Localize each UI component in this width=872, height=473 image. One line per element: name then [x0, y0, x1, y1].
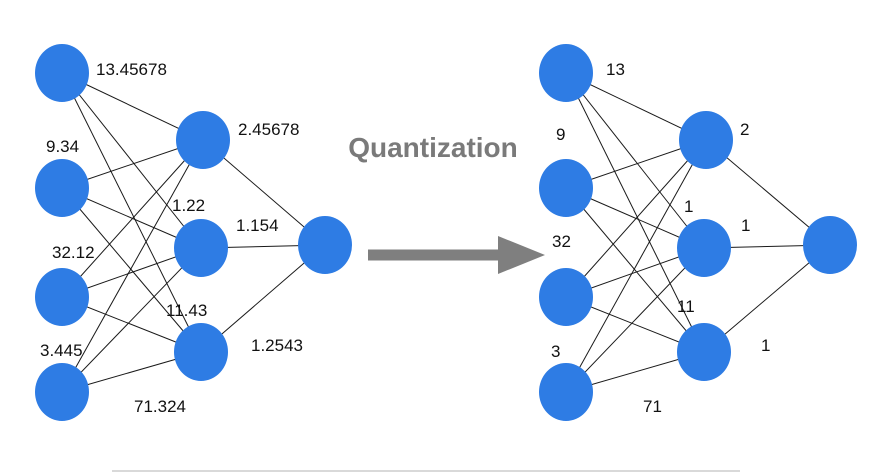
- right-hidden-node-3: [677, 323, 731, 381]
- left-input-label-2: 9.34: [46, 137, 79, 156]
- left-hidden-label-1: 2.45678: [238, 120, 299, 139]
- left-hidden-label-4: 71.324: [134, 397, 186, 416]
- right-input-label-2: 9: [556, 125, 565, 144]
- edge-line: [565, 139, 707, 298]
- right-output-edge-label-1: 1: [741, 216, 750, 235]
- edge-line: [565, 72, 705, 353]
- left-network: 13.45678 9.34 32.12 3.445 2.45678 1.22 1…: [35, 44, 352, 421]
- edge-line: [61, 187, 202, 353]
- right-hidden-label-2: 1: [684, 197, 693, 216]
- left-input-node-2: [35, 159, 89, 217]
- edge-line: [61, 139, 204, 393]
- edge-line: [61, 247, 202, 393]
- quantization-arrow: [368, 236, 545, 274]
- left-input-label-3: 32.12: [52, 243, 95, 262]
- left-output-edge-label-1: 1.154: [236, 216, 279, 235]
- edge-line: [565, 247, 705, 393]
- left-output-node: [298, 216, 352, 274]
- right-output-node: [803, 216, 857, 274]
- right-network: 13 9 32 3 2 1 11 71 1 1: [539, 44, 857, 421]
- left-input-node-4: [35, 363, 89, 421]
- edge-line: [61, 139, 204, 298]
- left-input-label-1: 13.45678: [96, 60, 167, 79]
- left-output-edge-label-2: 1.2543: [251, 336, 303, 355]
- left-nodes: [35, 44, 352, 421]
- edge-line: [565, 187, 705, 353]
- right-input-node-1: [539, 44, 593, 102]
- right-input-label-1: 13: [606, 60, 625, 79]
- right-hidden-label-4: 71: [643, 397, 662, 416]
- right-input-node-4: [539, 363, 593, 421]
- right-hidden-label-3: 11: [677, 297, 695, 316]
- left-input-node-3: [35, 268, 89, 326]
- right-input-node-3: [539, 268, 593, 326]
- left-hidden-label-2: 1.22: [172, 196, 205, 215]
- right-input-label-4: 3: [551, 342, 560, 361]
- right-hidden-label-1: 2: [740, 120, 749, 139]
- edge-line: [61, 72, 202, 249]
- left-hidden-node-1: [176, 111, 230, 169]
- edge-line: [61, 72, 202, 353]
- left-input-label-4: 3.445: [40, 341, 83, 360]
- arrow-head: [498, 236, 545, 274]
- left-labels: 13.45678 9.34 32.12 3.445 2.45678 1.22 1…: [40, 60, 303, 416]
- right-output-edge-label-2: 1: [761, 336, 770, 355]
- right-nodes: [539, 44, 857, 421]
- right-hidden-node-2: [677, 219, 731, 277]
- edge-line: [565, 72, 705, 249]
- left-hidden-node-2: [174, 219, 228, 277]
- right-hidden-node-1: [679, 111, 733, 169]
- right-labels: 13 9 32 3 2 1 11 71 1 1: [551, 60, 770, 416]
- quantization-transition: Quantization: [348, 132, 545, 274]
- right-input-node-2: [539, 159, 593, 217]
- left-hidden-label-3: 11.43: [166, 301, 207, 320]
- left-hidden-node-3: [174, 323, 228, 381]
- edge-line: [565, 139, 707, 393]
- left-input-node-1: [35, 44, 89, 102]
- right-input-label-3: 32: [552, 232, 571, 251]
- quantization-title: Quantization: [348, 132, 518, 163]
